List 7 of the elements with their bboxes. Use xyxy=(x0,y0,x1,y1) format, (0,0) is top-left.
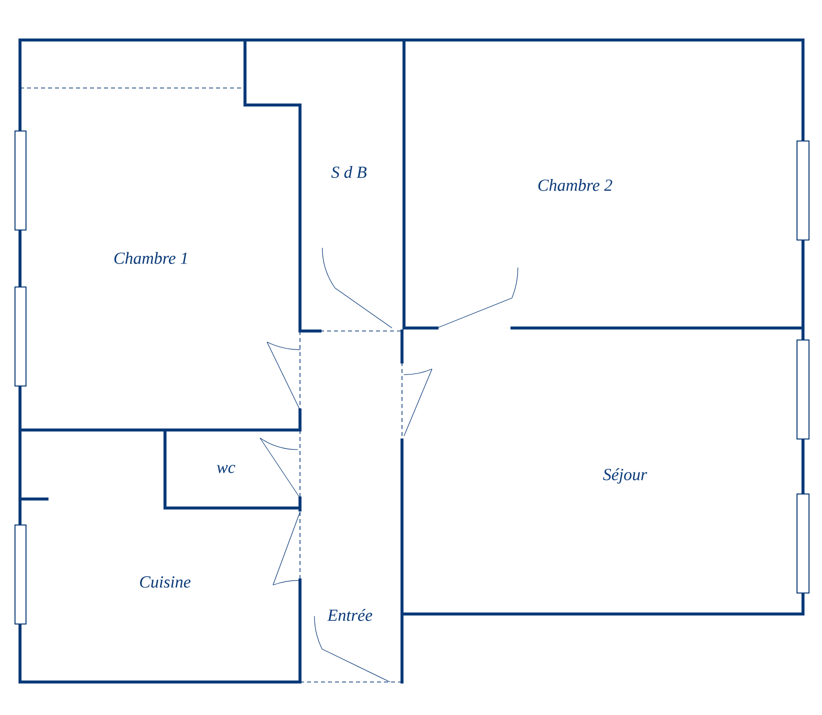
room-label: Séjour xyxy=(603,468,648,484)
room-label: Chambre 2 xyxy=(538,179,612,191)
room-label: S d B xyxy=(331,166,366,178)
room-label: Chambre 1 xyxy=(114,252,187,264)
room-label: Cuisine xyxy=(140,576,190,588)
room-label: Entrée xyxy=(327,609,372,621)
room-label: wc xyxy=(217,464,236,474)
